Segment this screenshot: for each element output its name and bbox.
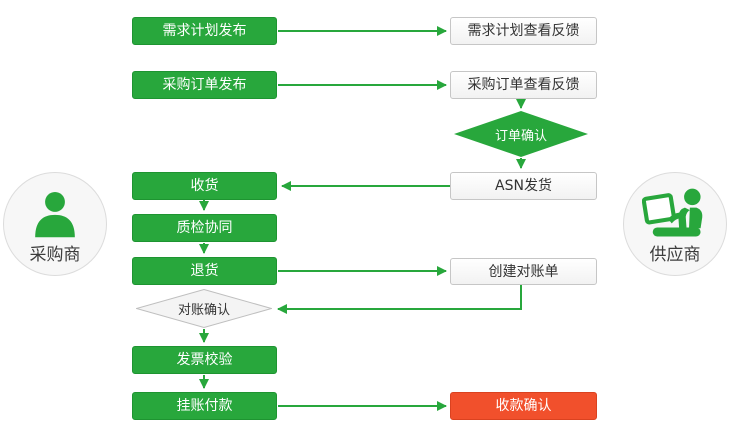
- node-return-goods: 退货: [132, 257, 277, 285]
- node-create-statement: 创建对账单: [450, 258, 597, 285]
- node-label: 对账确认: [177, 303, 230, 318]
- diamond-shape: [136, 289, 272, 328]
- node-demand-plan-publish: 需求计划发布: [132, 17, 277, 45]
- node-label: 发票校验: [176, 352, 233, 368]
- node-label: 采购订单发布: [162, 77, 247, 93]
- node-label: 订单确认: [494, 128, 547, 144]
- node-label: 退货: [190, 263, 219, 279]
- node-quality-check: 质检协同: [132, 214, 277, 242]
- node-po-feedback: 采购订单查看反馈: [450, 71, 597, 99]
- person-bust-icon: [29, 183, 81, 239]
- node-po-publish: 采购订单发布: [132, 71, 277, 99]
- node-receipt-confirm: 收款确认: [450, 392, 597, 420]
- node-statement-confirm-diamond: 对账确认: [136, 289, 272, 328]
- node-label: 采购订单查看反馈: [467, 77, 580, 93]
- node-invoice-verify: 发票校验: [132, 346, 277, 374]
- node-label: 质检协同: [176, 220, 233, 236]
- edge-statement-to-confirm-elbow: [277, 285, 522, 314]
- node-payment: 挂账付款: [132, 392, 277, 420]
- node-label: 收款确认: [495, 398, 552, 414]
- buyer-avatar-circle: 采购商: [3, 172, 107, 276]
- node-receive: 收货: [132, 172, 277, 200]
- node-demand-plan-feedback: 需求计划查看反馈: [450, 17, 597, 45]
- supplier-avatar-circle: 供应商: [623, 172, 727, 276]
- node-label: 需求计划发布: [162, 23, 247, 39]
- node-asn-ship: ASN发货: [450, 172, 597, 200]
- node-label: ASN发货: [495, 178, 552, 194]
- node-label: 需求计划查看反馈: [467, 23, 580, 39]
- diamond-shape: [454, 111, 588, 157]
- person-with-laptop-icon: [642, 183, 708, 239]
- node-label: 收货: [190, 178, 219, 194]
- node-order-confirm-diamond: 订单确认: [454, 111, 588, 157]
- node-label: 挂账付款: [176, 398, 233, 414]
- buyer-label: 采购商: [29, 245, 81, 265]
- supplier-label: 供应商: [649, 245, 701, 265]
- node-label: 创建对账单: [488, 263, 559, 280]
